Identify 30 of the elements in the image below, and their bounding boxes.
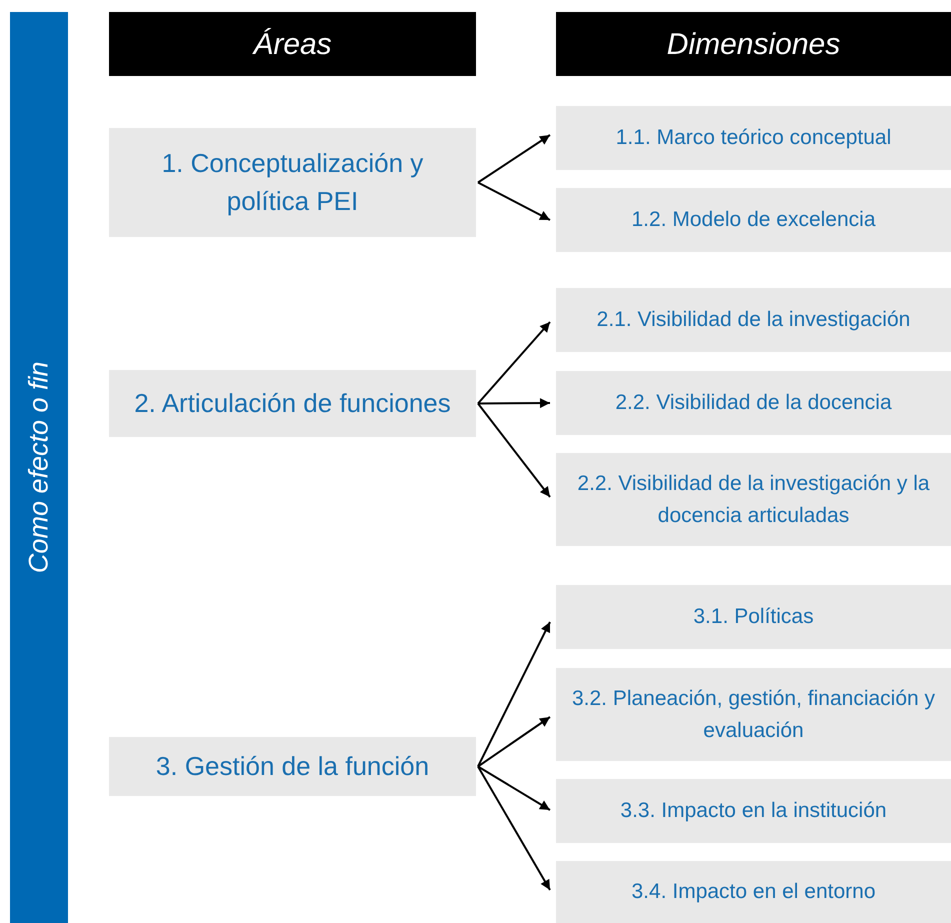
- arrow: [477, 402, 551, 498]
- box-label: 3.3. Impacto en la institución: [619, 798, 888, 824]
- box-label: 3. Gestión de la función: [154, 750, 430, 783]
- band-label: Como efecto o fin: [22, 362, 55, 574]
- box-label: 3.4. Impacto en el entorno: [630, 879, 876, 906]
- area-box: [109, 370, 476, 437]
- arrow: [477, 716, 551, 768]
- arrow: [477, 766, 551, 811]
- column-header: [109, 12, 476, 76]
- arrow: [477, 766, 551, 890]
- arrow: [477, 622, 551, 767]
- arrow: [477, 134, 551, 184]
- box-label: 1.2. Modelo de excelencia: [630, 207, 876, 234]
- column-header: [556, 12, 951, 76]
- box-label: 2.2. Visibilidad de la docencia: [614, 390, 893, 416]
- box-label: 2.2. Visibilidad de la investigación y la docencia articuladas: [576, 471, 931, 528]
- header-label: Áreas: [253, 26, 332, 62]
- box-label: 3.1. Políticas: [692, 604, 815, 630]
- box-label: 1.1. Marco teórico conceptual: [614, 125, 892, 152]
- area-box: [109, 737, 476, 796]
- arrow: [477, 321, 551, 404]
- box-label: 3.2. Planeación, gestión, financiación y evaluación: [570, 686, 936, 744]
- arrow: [478, 398, 550, 408]
- box-label: 2. Articulación de funciones: [133, 386, 452, 420]
- arrow: [478, 182, 550, 221]
- vertical-band: [10, 12, 68, 923]
- box-label: 1. Conceptualización y política PEI: [160, 146, 424, 218]
- area-box: [109, 128, 476, 237]
- header-label: Dimensiones: [666, 26, 840, 62]
- box-label: 2.1. Visibilidad de la investigación: [596, 307, 912, 334]
